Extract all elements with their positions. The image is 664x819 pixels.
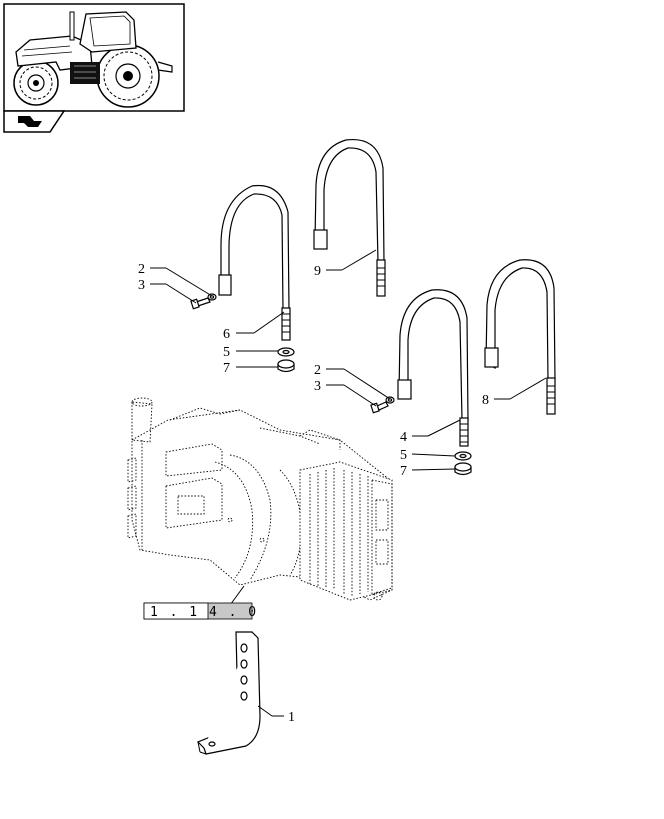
- nut-part-7-upper: [277, 359, 295, 373]
- tractor-icon: [13, 11, 173, 108]
- callout-5-lower: 5: [400, 448, 407, 463]
- nut-part-7-lower: [454, 462, 472, 476]
- thumbnail-frame: [3, 3, 185, 112]
- callout-7-upper: 7: [223, 361, 230, 376]
- reference-box-white: [143, 602, 209, 620]
- callout-4: 4: [400, 430, 407, 445]
- reference-code: 1 . 1 4 . 0: [150, 605, 258, 620]
- callout-6: 6: [223, 327, 230, 342]
- callout-9: 9: [314, 264, 321, 279]
- clamp-part-4: [397, 289, 469, 447]
- clamp-part-8: [484, 259, 556, 415]
- callout-3-upper: 3: [138, 278, 145, 293]
- callout-2-lower: 2: [314, 363, 321, 378]
- clamp-part-9: [313, 138, 386, 297]
- reference-box[interactable]: 1 . 1 4 . 0: [143, 602, 258, 620]
- callout-3-lower: 3: [314, 379, 321, 394]
- tank-assembly-reference: [127, 397, 393, 601]
- leader-lines: [150, 249, 547, 717]
- navigation-tab[interactable]: [3, 110, 66, 133]
- washer-part-5-upper: [277, 347, 295, 357]
- callout-8: 8: [482, 393, 489, 408]
- bracket-part-1: [196, 631, 261, 755]
- callout-2-upper: 2: [138, 262, 145, 277]
- clamp-part-6: [218, 184, 291, 341]
- washer-part-5-lower: [454, 451, 472, 461]
- callout-5-upper: 5: [223, 345, 230, 360]
- arrow-icon: [18, 116, 42, 127]
- bolt-part-3-upper: [190, 293, 217, 310]
- callout-7-lower: 7: [400, 464, 407, 479]
- callout-1: 1: [288, 710, 295, 725]
- callout-labels: 2 3 6 5 7 9 2 3 4 5 7 8 1: [138, 262, 489, 725]
